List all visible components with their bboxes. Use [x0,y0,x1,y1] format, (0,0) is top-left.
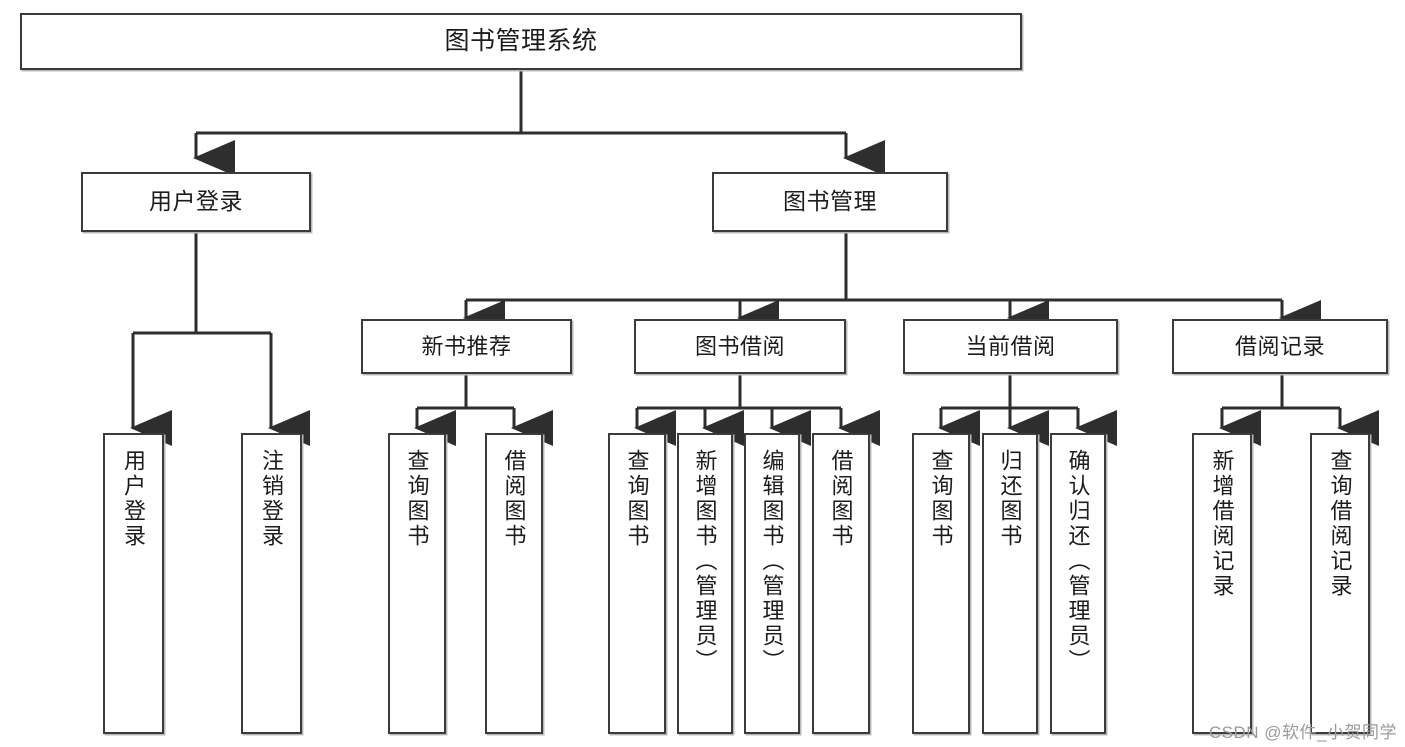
leaf-label: 新增图书（管理员） [692,449,718,674]
node-book-manage[interactable]: 图书管理 [712,172,948,232]
leaf-label: 借阅图书 [828,449,854,549]
leaf-label: 借阅图书 [501,449,527,549]
node-book-manage-label: 图书管理 [783,188,877,215]
leaf-new-book-borrow[interactable]: 借阅图书 [485,433,543,734]
node-user-login[interactable]: 用户登录 [81,172,311,232]
leaf-new-book-query[interactable]: 查询图书 [388,433,446,734]
leaf-current-borrow-return[interactable]: 归还图书 [982,433,1038,734]
leaf-label: 查询借阅记录 [1327,449,1353,599]
leaf-label: 归还图书 [997,449,1023,549]
leaf-borrow-record-query[interactable]: 查询借阅记录 [1310,433,1370,734]
leaf-user-login-login[interactable]: 用户登录 [103,433,164,734]
node-borrow-record-label: 借阅记录 [1234,333,1325,359]
node-root-label: 图书管理系统 [444,26,598,55]
leaf-current-borrow-confirm[interactable]: 确认归还（管理员） [1050,433,1106,734]
leaf-label: 注销登录 [259,449,285,549]
leaf-label: 用户登录 [121,449,147,549]
leaf-label: 查询图书 [624,449,650,549]
node-root[interactable]: 图书管理系统 [20,13,1022,70]
leaf-book-borrow-borrow[interactable]: 借阅图书 [812,433,870,734]
leaf-book-borrow-query[interactable]: 查询图书 [608,433,666,734]
node-new-book-recommend-label: 新书推荐 [421,333,512,359]
node-current-borrow-label: 当前借阅 [965,333,1056,359]
leaf-borrow-record-add[interactable]: 新增借阅记录 [1192,433,1252,734]
node-book-borrow[interactable]: 图书借阅 [634,319,846,374]
leaf-book-borrow-edit[interactable]: 编辑图书（管理员） [744,433,800,734]
node-user-login-label: 用户登录 [149,188,243,215]
leaf-label: 确认归还（管理员） [1065,449,1091,674]
leaf-user-login-logout[interactable]: 注销登录 [241,433,302,734]
node-current-borrow[interactable]: 当前借阅 [903,319,1118,374]
leaf-label: 查询图书 [404,449,430,549]
leaf-label: 新增借阅记录 [1209,449,1235,599]
leaf-book-borrow-add[interactable]: 新增图书（管理员） [677,433,733,734]
leaf-label: 查询图书 [928,449,954,549]
leaf-current-borrow-query[interactable]: 查询图书 [912,433,970,734]
watermark: CSDN @软件_小贺同学 [1208,723,1397,742]
node-new-book-recommend[interactable]: 新书推荐 [361,319,572,374]
leaf-label: 编辑图书（管理员） [759,449,785,674]
node-borrow-record[interactable]: 借阅记录 [1172,319,1388,374]
node-book-borrow-label: 图书借阅 [694,333,785,359]
